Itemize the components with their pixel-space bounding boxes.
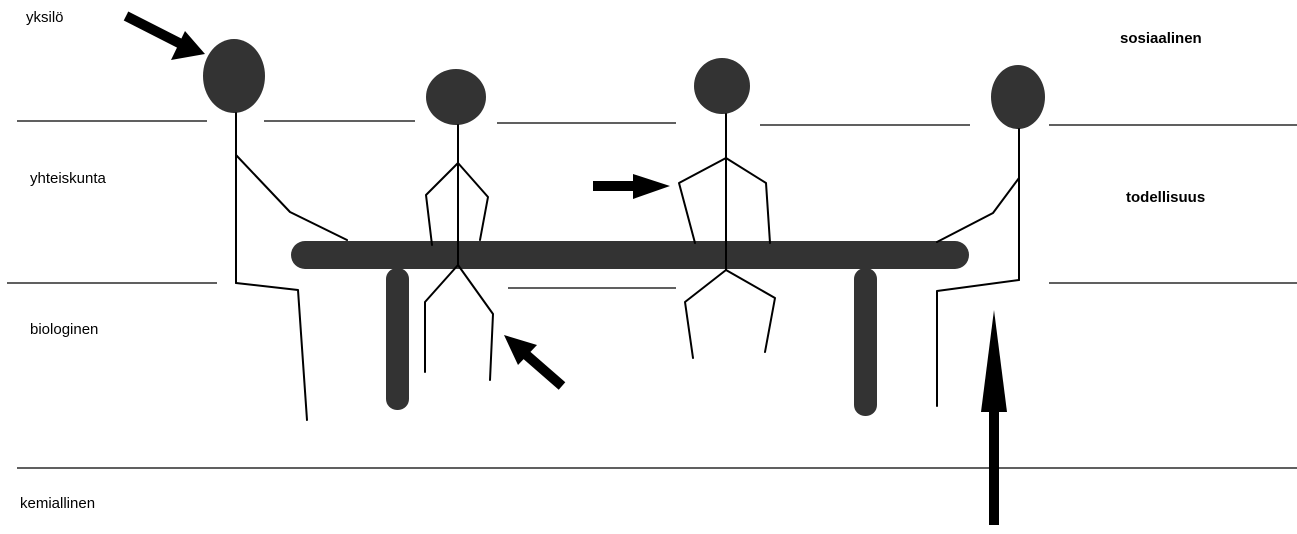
label-social: sosiaalinen bbox=[1120, 30, 1202, 47]
table-leg-right bbox=[854, 268, 877, 416]
figure-2 bbox=[425, 69, 493, 380]
figure-1-head bbox=[203, 39, 265, 113]
figure-1 bbox=[203, 39, 347, 420]
arrow-to-individual bbox=[126, 16, 205, 60]
figure-4-head bbox=[991, 65, 1045, 129]
table-leg-left bbox=[386, 268, 409, 410]
table-top bbox=[291, 241, 969, 269]
label-reality: todellisuus bbox=[1126, 189, 1205, 206]
arrow-to-biological bbox=[504, 335, 562, 386]
arrow-from-chemical bbox=[981, 310, 1007, 525]
label-society: yhteiskunta bbox=[30, 170, 106, 187]
level-lines bbox=[7, 121, 1297, 468]
label-biological: biologinen bbox=[30, 321, 98, 338]
arrow-to-society bbox=[593, 174, 670, 199]
label-individual: yksilö bbox=[26, 9, 64, 26]
figure-3 bbox=[679, 58, 775, 358]
stick-figures bbox=[203, 39, 1045, 420]
figure-2-head bbox=[426, 69, 486, 125]
label-chemical: kemiallinen bbox=[20, 495, 95, 512]
table bbox=[291, 241, 969, 416]
figure-3-head bbox=[694, 58, 750, 114]
